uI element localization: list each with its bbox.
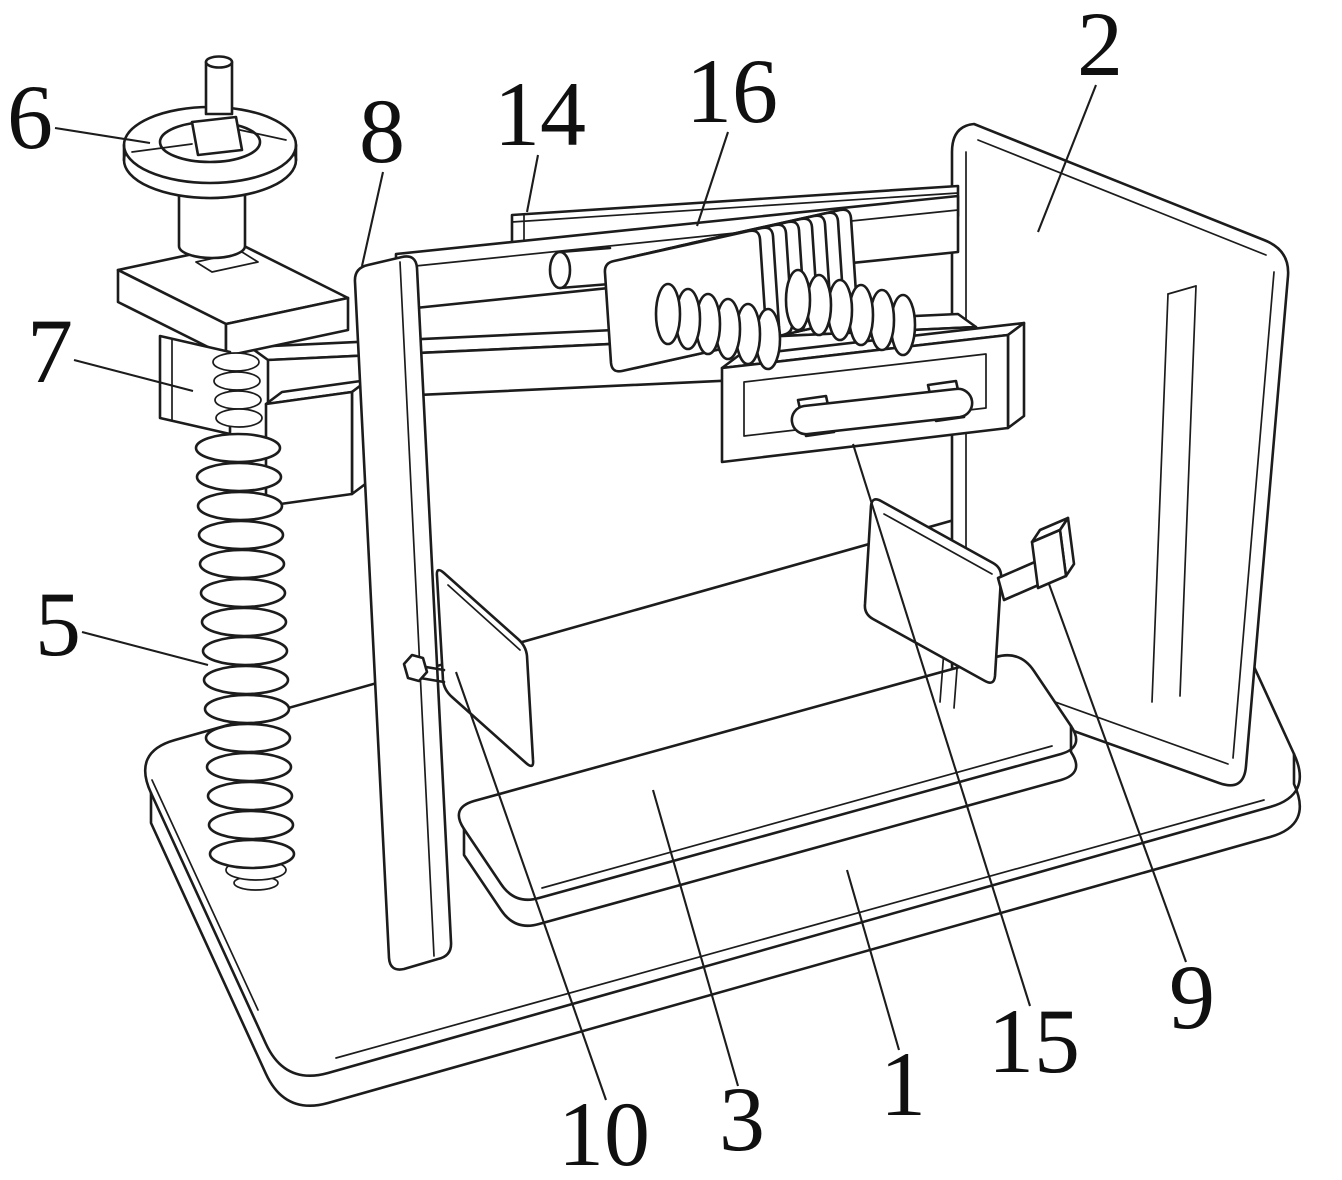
- leader-line-6: [54, 126, 151, 145]
- leader-line-2: [1037, 84, 1097, 233]
- work-platform: [457, 653, 1078, 928]
- pull-handle: [790, 379, 974, 438]
- leader-line-5: [81, 630, 209, 667]
- callout-layer: 6 8 14 16 2 7 5 10 3 1 15 9: [7, 0, 1215, 1180]
- leader-line-8: [360, 171, 385, 267]
- frame-left-post: [353, 255, 453, 971]
- leader-line-7: [73, 358, 194, 393]
- leader-line-1: [845, 869, 901, 1051]
- part-label-14: 14: [494, 63, 586, 165]
- part-label-6: 6: [7, 66, 53, 168]
- part-label-8: 8: [359, 80, 405, 182]
- part-label-10: 10: [558, 1083, 650, 1180]
- handwheel: [122, 55, 298, 260]
- part-label-16: 16: [686, 40, 778, 142]
- leader-line-15: [851, 443, 1032, 1007]
- part-label-5: 5: [35, 573, 81, 675]
- part-label-15: 15: [988, 990, 1080, 1092]
- leader-line-3: [651, 789, 740, 1087]
- part-label-7: 7: [27, 300, 73, 402]
- left-clamp: [402, 568, 535, 768]
- leader-line-16: [696, 131, 729, 227]
- part-label-1: 1: [880, 1033, 926, 1135]
- beam-left-mount: [264, 378, 370, 508]
- support-bracket: [116, 242, 350, 436]
- leader-line-10: [455, 671, 607, 1101]
- part-label-9: 9: [1169, 946, 1215, 1048]
- compression-spring: [194, 432, 296, 891]
- leader-line-14: [525, 154, 540, 213]
- part-label-3: 3: [719, 1068, 765, 1170]
- leader-line-9: [1048, 583, 1187, 963]
- part-label-2: 2: [1077, 0, 1123, 95]
- side-panel: [950, 122, 1290, 787]
- horizontal-springs: [654, 268, 917, 371]
